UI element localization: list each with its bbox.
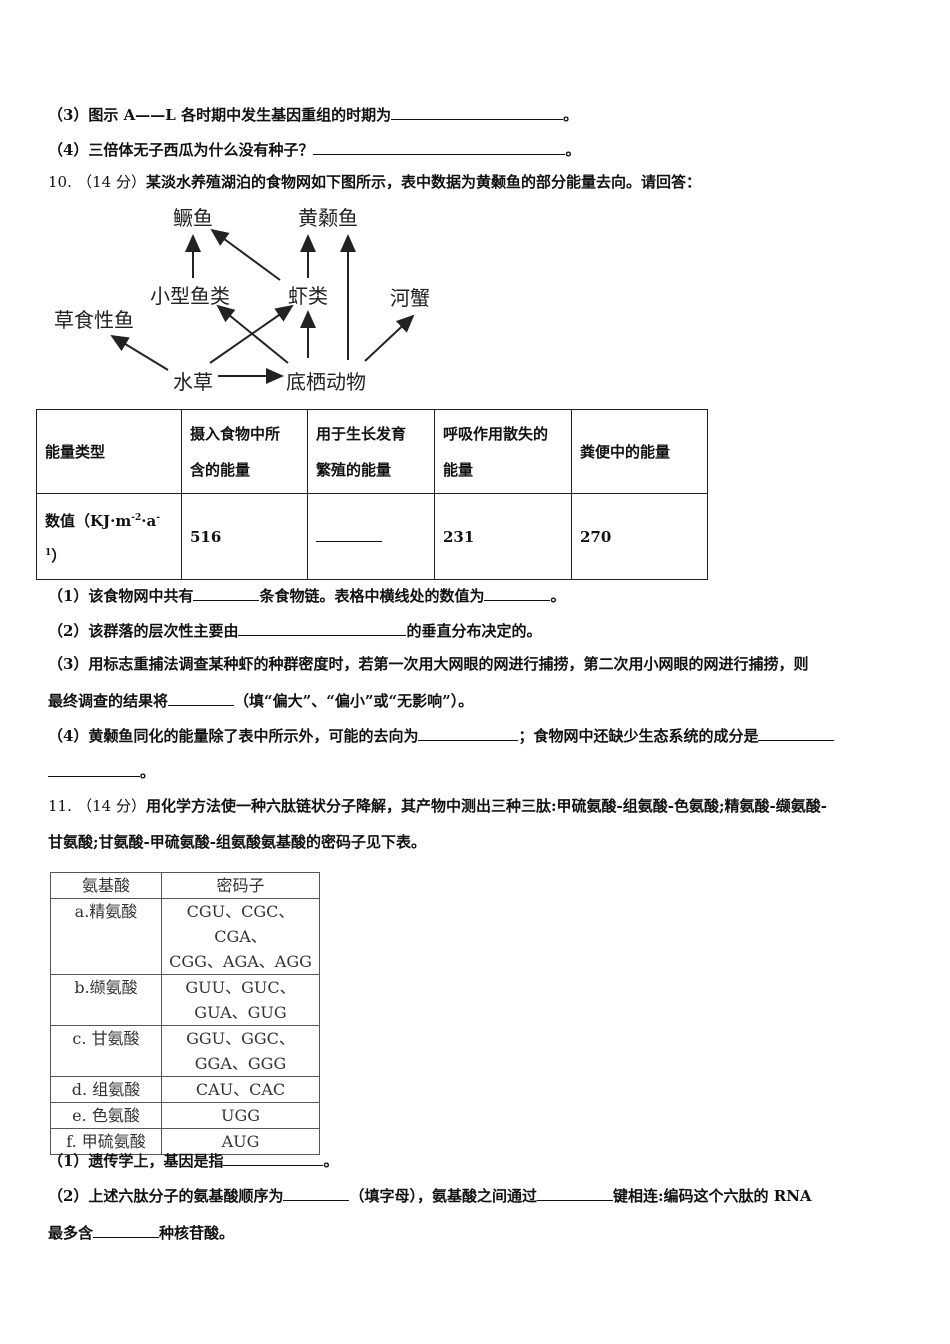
table-cell: 数值（KJ·m-2·a-1） bbox=[36, 493, 182, 580]
answer-blank[interactable] bbox=[168, 690, 235, 706]
q11-part2-cont: 最多含种核苷酸。 bbox=[48, 1222, 235, 1242]
q10-stem: 10. （14 分）某淡水养殖湖泊的食物网如下图所示，表中数据为黄颡鱼的部分能量… bbox=[48, 172, 701, 192]
table-cell: a.精氨酸 bbox=[50, 898, 162, 975]
answer-blank[interactable] bbox=[313, 139, 566, 155]
answer-blank[interactable] bbox=[48, 761, 140, 777]
node-benthic: 底栖动物 bbox=[286, 370, 366, 394]
table-cell: f. 甲硫氨酸 bbox=[50, 1128, 162, 1155]
answer-blank[interactable] bbox=[283, 1185, 350, 1201]
question-score: （14 分） bbox=[77, 797, 146, 815]
answer-blank[interactable] bbox=[238, 620, 407, 636]
node-shrimp: 虾类 bbox=[288, 284, 328, 308]
node-herbivore-fish: 草食性鱼 bbox=[54, 308, 134, 332]
node-water-grass: 水草 bbox=[173, 370, 213, 394]
question-score: （14 分） bbox=[77, 173, 146, 191]
q11-part1: （1）遗传学上，基因是指。 bbox=[48, 1150, 339, 1170]
q11-part2: （2）上述六肽分子的氨基酸顺序为（填字母），氨基酸之间通过键相连:编码这个六肽的… bbox=[48, 1185, 812, 1205]
q9-part4: （4）三倍体无子西瓜为什么没有种子？。 bbox=[48, 139, 581, 159]
table-cell: c. 甘氨酸 bbox=[50, 1025, 162, 1077]
table-cell: d. 组氨酸 bbox=[50, 1076, 162, 1103]
food-web-arrows bbox=[110, 228, 415, 384]
answer-blank[interactable] bbox=[484, 585, 551, 601]
table-header: 氨基酸 bbox=[50, 872, 162, 899]
q10-part3-cont: 最终调查的结果将（填“偏大”、“偏小”或“无影响”）。 bbox=[48, 690, 474, 710]
table-cell: 270 bbox=[571, 493, 708, 580]
answer-blank[interactable] bbox=[391, 104, 564, 120]
answer-blank[interactable] bbox=[418, 725, 519, 741]
table-cell: CGU、CGC、CGA、CGG、AGA、AGG bbox=[161, 898, 320, 975]
q11-stem: 11. （14 分）用化学方法使一种六肽链状分子降解，其产物中测出三种三肽:甲硫… bbox=[48, 796, 827, 816]
table-cell: 摄入食物中所含的能量 bbox=[181, 409, 308, 494]
table-row: 数值（KJ·m-2·a-1） 516 231 270 bbox=[36, 493, 708, 580]
node-huangsangyu: 黄颡鱼 bbox=[298, 206, 358, 230]
q9-part3: （3）图示 A——L 各时期中发生基因重组的时期为。 bbox=[48, 104, 579, 124]
table-cell: e. 色氨酸 bbox=[50, 1102, 162, 1129]
table-row: e. 色氨酸 UGG bbox=[50, 1102, 320, 1129]
answer-blank[interactable] bbox=[758, 725, 835, 741]
table-row: a.精氨酸 CGU、CGC、CGA、CGG、AGA、AGG bbox=[50, 898, 320, 975]
answer-blank[interactable] bbox=[193, 585, 260, 601]
food-web-diagram: 鳜鱼 黄颡鱼 小型鱼类 虾类 河蟹 草食性鱼 水草 底栖动物 bbox=[40, 198, 470, 398]
codon-table: 氨基酸 密码子 a.精氨酸 CGU、CGC、CGA、CGG、AGA、AGG b.… bbox=[50, 872, 320, 1155]
table-cell: 粪便中的能量 bbox=[571, 409, 708, 494]
table-cell: GGU、GGC、GGA、GGG bbox=[161, 1025, 320, 1077]
q10-part4-cont: 。 bbox=[48, 761, 155, 782]
question-number: 11. bbox=[48, 797, 72, 815]
question-number: 10. bbox=[48, 173, 72, 191]
table-row: 能量类型 摄入食物中所含的能量 用于生长发育繁殖的能量 呼吸作用散失的能量 粪便… bbox=[36, 409, 708, 494]
table-cell: b.缬氨酸 bbox=[50, 974, 162, 1026]
table-header: 密码子 bbox=[161, 872, 320, 899]
question-stem: 某淡水养殖湖泊的食物网如下图所示，表中数据为黄颡鱼的部分能量去向。请回答： bbox=[145, 173, 701, 191]
node-crab: 河蟹 bbox=[390, 286, 430, 310]
answer-blank[interactable] bbox=[93, 1222, 160, 1238]
table-cell: 231 bbox=[434, 493, 572, 580]
table-row: f. 甲硫氨酸 AUG bbox=[50, 1128, 320, 1155]
table-cell: 516 bbox=[181, 493, 308, 580]
table-cell: 呼吸作用散失的能量 bbox=[434, 409, 572, 494]
energy-table: 能量类型 摄入食物中所含的能量 用于生长发育繁殖的能量 呼吸作用散失的能量 粪便… bbox=[36, 409, 708, 580]
table-row: 氨基酸 密码子 bbox=[50, 872, 320, 899]
q10-part1: （1）该食物网中共有条食物链。表格中横线处的数值为。 bbox=[48, 585, 566, 605]
q9-part3-text: （3）图示 A——L 各时期中发生基因重组的时期为 bbox=[48, 106, 392, 124]
q9-part4-text: （4）三倍体无子西瓜为什么没有种子？ bbox=[48, 141, 314, 159]
q10-part3: （3）用标志重捕法调查某种虾的种群密度时，若第一次用大网眼的网进行捕捞，第二次用… bbox=[48, 655, 809, 673]
table-cell: 能量类型 bbox=[36, 409, 182, 494]
table-cell: AUG bbox=[161, 1128, 320, 1155]
q11-stem-cont: 甘氨酸;甘氨酸-甲硫氨酸-组氨酸氨基酸的密码子见下表。 bbox=[48, 833, 426, 851]
table-cell: UGG bbox=[161, 1102, 320, 1129]
q10-part4: （4）黄颡鱼同化的能量除了表中所示外，可能的去向为；食物网中还缺少生态系统的成分… bbox=[48, 725, 835, 746]
table-row: b.缬氨酸 GUU、GUC、GUA、GUG bbox=[50, 974, 320, 1026]
node-small-fish: 小型鱼类 bbox=[150, 284, 230, 308]
answer-blank[interactable] bbox=[536, 1185, 613, 1201]
table-cell bbox=[307, 493, 435, 580]
table-row: c. 甘氨酸 GGU、GGC、GGA、GGG bbox=[50, 1025, 320, 1077]
table-row: d. 组氨酸 CAU、CAC bbox=[50, 1076, 320, 1103]
table-cell: GUU、GUC、GUA、GUG bbox=[161, 974, 320, 1026]
answer-blank[interactable] bbox=[316, 526, 382, 542]
table-cell: CAU、CAC bbox=[161, 1076, 320, 1103]
q10-part2: （2）该群落的层次性主要由的垂直分布决定的。 bbox=[48, 620, 542, 640]
node-guiyu: 鳜鱼 bbox=[173, 206, 213, 230]
question-stem: 用化学方法使一种六肽链状分子降解，其产物中测出三种三肽:甲硫氨酸-组氨酸-色氨酸… bbox=[145, 797, 827, 815]
answer-blank[interactable] bbox=[223, 1150, 324, 1166]
table-cell: 用于生长发育繁殖的能量 bbox=[307, 409, 435, 494]
